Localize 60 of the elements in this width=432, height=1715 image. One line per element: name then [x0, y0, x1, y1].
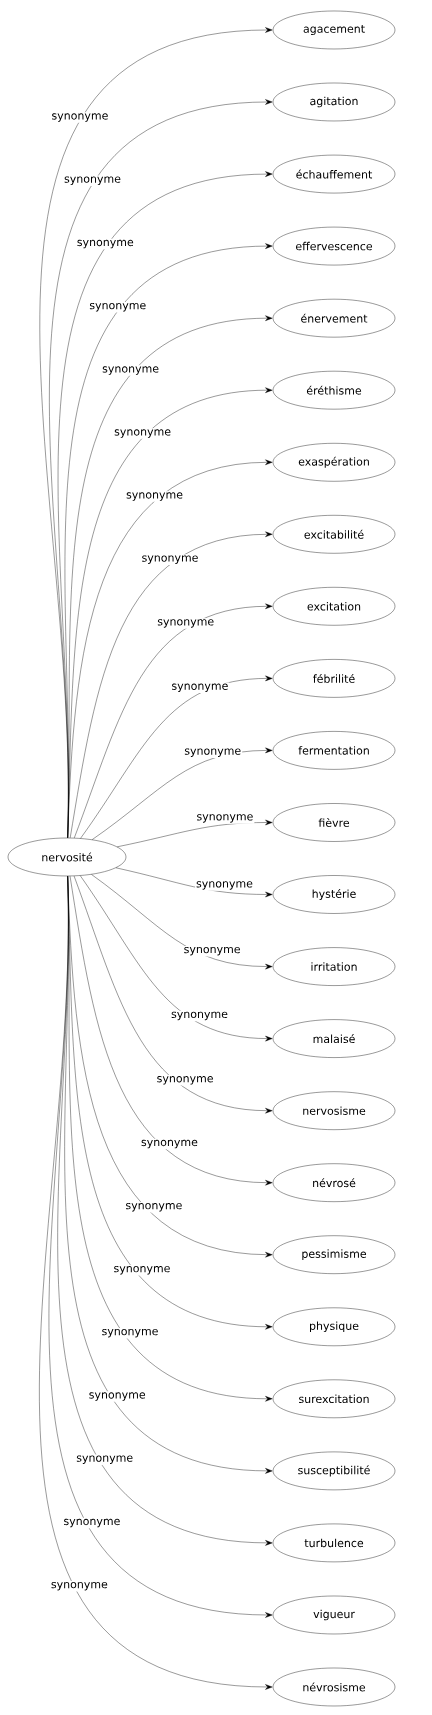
- edge-label: synonyme: [75, 238, 135, 250]
- ellipse-node: irritation: [272, 947, 396, 986]
- ellipse-node: névrosé: [272, 1163, 396, 1202]
- arrow: [80, 875, 273, 1042]
- edge-label: synonyme: [50, 112, 110, 123]
- edge-label: synonyme: [113, 428, 173, 439]
- edge-label: synonyme: [182, 945, 242, 957]
- ellipse-node: éréthisme: [272, 371, 396, 410]
- ellipse-node: exaspération: [272, 443, 396, 482]
- ellipse-node: surexcitation: [272, 1379, 396, 1418]
- ellipse-node: pessimisme: [272, 1235, 396, 1274]
- edge-label: synonyme: [155, 1075, 215, 1086]
- edge-label: synonyme: [170, 682, 230, 694]
- edge-label: synonyme: [195, 813, 255, 824]
- edge-label: synonyme: [183, 747, 243, 758]
- ellipse-node: fébrilité: [272, 659, 396, 698]
- ellipse-node: susceptibilité: [272, 1451, 396, 1491]
- edge-label: synonyme: [87, 1391, 147, 1402]
- ellipse-node: physique: [272, 1307, 396, 1346]
- ellipse-node: agitation: [272, 82, 396, 122]
- arrow: [69, 875, 273, 1186]
- arrow: [117, 819, 273, 848]
- ellipse-node: fièvre: [272, 803, 396, 842]
- ellipse-node: nervosité: [7, 837, 127, 877]
- ellipse-node: malaisé: [272, 1019, 396, 1058]
- arrow: [115, 867, 273, 898]
- arrow: [92, 747, 273, 840]
- ellipse-node: vigueur: [272, 1595, 396, 1635]
- ellipse-node: nervosisme: [272, 1091, 396, 1130]
- edge-label: synonyme: [112, 1265, 172, 1276]
- ellipse-node: névrosisme: [272, 1667, 396, 1707]
- edge-label: synonyme: [63, 175, 122, 186]
- ellipse-node: hystérie: [272, 875, 396, 914]
- edge-label: synonyme: [156, 618, 216, 629]
- ellipse-node: excitabilité: [272, 515, 396, 554]
- edge-label: synonyme: [49, 1581, 109, 1592]
- arrow: [70, 531, 273, 839]
- arrow: [91, 874, 273, 970]
- edge-label: synonyme: [140, 554, 200, 565]
- ellipse-node: échauffement: [272, 154, 396, 194]
- ellipse-node: agacement: [272, 10, 396, 50]
- edge-label: synonyme: [100, 1327, 160, 1339]
- edge-label: synonyme: [75, 1454, 135, 1465]
- ellipse-node: fermentation: [272, 731, 396, 770]
- ellipse-node: effervescence: [272, 226, 396, 266]
- edge-label: synonyme: [62, 1517, 122, 1529]
- edge-label: synonyme: [101, 365, 161, 376]
- ellipse-node: excitation: [272, 587, 396, 626]
- arrow: [67, 459, 273, 838]
- edge-label: synonyme: [170, 1010, 229, 1022]
- ellipse-node: turbulence: [272, 1523, 396, 1563]
- ellipse-node: énervement: [272, 299, 396, 338]
- edge-label: synonyme: [140, 1138, 199, 1150]
- arrow: [74, 603, 273, 839]
- edge-label: synonyme: [124, 1202, 184, 1213]
- edge-label: synonyme: [195, 880, 254, 891]
- arrow: [73, 875, 273, 1114]
- edge-label: synonyme: [125, 491, 184, 502]
- arrow: [80, 675, 273, 839]
- edge-label: synonyme: [88, 302, 148, 313]
